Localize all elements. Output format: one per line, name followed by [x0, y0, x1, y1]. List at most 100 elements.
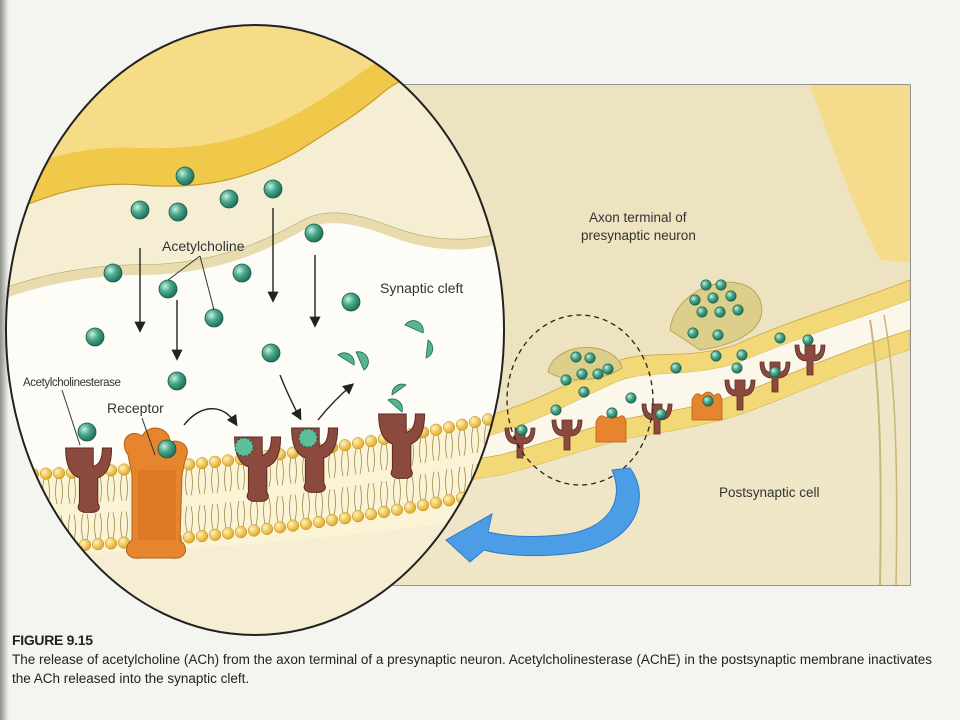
phospholipid-head [325, 514, 339, 527]
overview-panel [379, 84, 911, 586]
phospholipid-head [455, 418, 469, 431]
phospholipid-head [364, 435, 378, 448]
phospholipid-head [260, 522, 274, 536]
zoom-region-circle [506, 314, 654, 486]
phospholipid-head [52, 467, 66, 480]
ach-molecule [168, 202, 188, 222]
ach-molecule [232, 263, 252, 283]
phospholipid-head [221, 454, 235, 467]
overview-ach-molecule [774, 332, 786, 344]
phospholipid-head [338, 512, 352, 525]
overview-ach-molecule [696, 306, 708, 318]
ach-molecule [130, 200, 150, 220]
zoom-arrow [445, 467, 640, 563]
ach-molecule [204, 308, 224, 328]
overview-ach-molecule [802, 334, 814, 346]
phospholipid-head [234, 525, 248, 539]
ach-molecule [77, 422, 97, 442]
overview-ach-molecule [707, 292, 719, 304]
overview-ach-molecule [715, 279, 727, 291]
phospholipid-head [195, 530, 209, 543]
label-acetylcholinesterase: Acetylcholinesterase [23, 377, 120, 389]
phospholipid-head [377, 505, 391, 519]
overview-ach-molecule [655, 408, 667, 420]
overview-ach-molecule [687, 327, 699, 339]
phospholipid-head [351, 437, 365, 450]
phospholipid-head [13, 468, 27, 481]
figure-caption: FIGURE 9.15 The release of acetylcholine… [12, 632, 942, 688]
phospholipid-head [429, 423, 443, 436]
phospholipid-head [208, 455, 222, 468]
ach-molecule-group [77, 166, 361, 459]
phospholipid-head [299, 517, 313, 530]
overview-ach-molecule [584, 352, 596, 364]
postsynaptic-cell-overview [380, 350, 910, 585]
bound-ach-molecule [234, 437, 254, 457]
page-edge-shadow [0, 0, 9, 720]
overview-ach-molecule [710, 350, 722, 362]
overview-ach-molecule [670, 362, 682, 374]
overview-ach-molecule [736, 349, 748, 361]
ach-molecule [341, 292, 361, 312]
label-synaptic-cleft: Synaptic cleft [380, 280, 463, 296]
overview-ach-group [516, 279, 814, 436]
phospholipid-head [52, 540, 66, 553]
overview-ach-molecule [725, 290, 737, 302]
overview-ach-molecule [516, 424, 528, 436]
phospholipid-head [403, 501, 417, 514]
overview-ach-molecule [602, 363, 614, 375]
enzyme-protein [123, 427, 188, 559]
ach-molecule [261, 343, 281, 363]
phospholipid-head [13, 541, 27, 554]
phospholipid-head [117, 463, 131, 476]
overview-ach-molecule [578, 386, 590, 398]
phospholipid-head [26, 541, 40, 554]
phospholipid-head [104, 537, 118, 550]
phospholipid-head [312, 516, 326, 529]
overview-ach-molecule [560, 374, 572, 386]
overview-ach-molecule [576, 368, 588, 380]
phospholipid-head [442, 421, 456, 434]
phospholipid-head [39, 540, 53, 553]
overview-ach-molecule [732, 304, 744, 316]
label-axon-terminal-1: Axon terminal of [589, 210, 687, 225]
receptor-protein [378, 413, 426, 479]
receptor-protein [65, 447, 113, 513]
overview-ach-molecule [769, 366, 781, 378]
ach-molecule [85, 327, 105, 347]
label-receptor: Receptor [107, 400, 164, 416]
overview-ach-molecule [606, 407, 618, 419]
overview-ach-molecule [570, 351, 582, 363]
phospholipid-head [429, 496, 443, 509]
ach-molecule [263, 179, 283, 199]
ach-molecule [158, 279, 178, 299]
phospholipid-head [247, 524, 261, 537]
phospholipid-head [273, 521, 287, 534]
overview-ach-molecule [689, 294, 701, 306]
overview-ach-molecule [731, 362, 743, 374]
phospholipid-head [351, 510, 365, 523]
ach-molecule [175, 166, 195, 186]
presynaptic-terminal-overview [380, 85, 910, 440]
phospholipid-head [338, 439, 352, 452]
phospholipid-head [364, 508, 378, 521]
phospholipid-head [208, 528, 222, 541]
bound-ach-molecule [298, 428, 318, 448]
phospholipid-head [416, 499, 430, 512]
overview-ach-molecule [625, 392, 637, 404]
ach-molecule [103, 263, 123, 283]
ach-fragments [337, 320, 434, 413]
phospholipid-head [91, 538, 105, 551]
phospholipid-head [442, 494, 456, 507]
phospholipid-head [468, 416, 482, 429]
phospholipid-head [221, 527, 235, 540]
ach-molecule [157, 439, 177, 459]
ach-molecule [167, 371, 187, 391]
phospholipid-head [182, 531, 196, 544]
phospholipid-head [39, 467, 53, 480]
overview-ach-molecule [712, 329, 724, 341]
caption-text: The release of acetylcholine (ACh) from … [12, 652, 932, 686]
phospholipid-head [195, 457, 209, 470]
figure-number: FIGURE 9.15 [12, 632, 93, 648]
